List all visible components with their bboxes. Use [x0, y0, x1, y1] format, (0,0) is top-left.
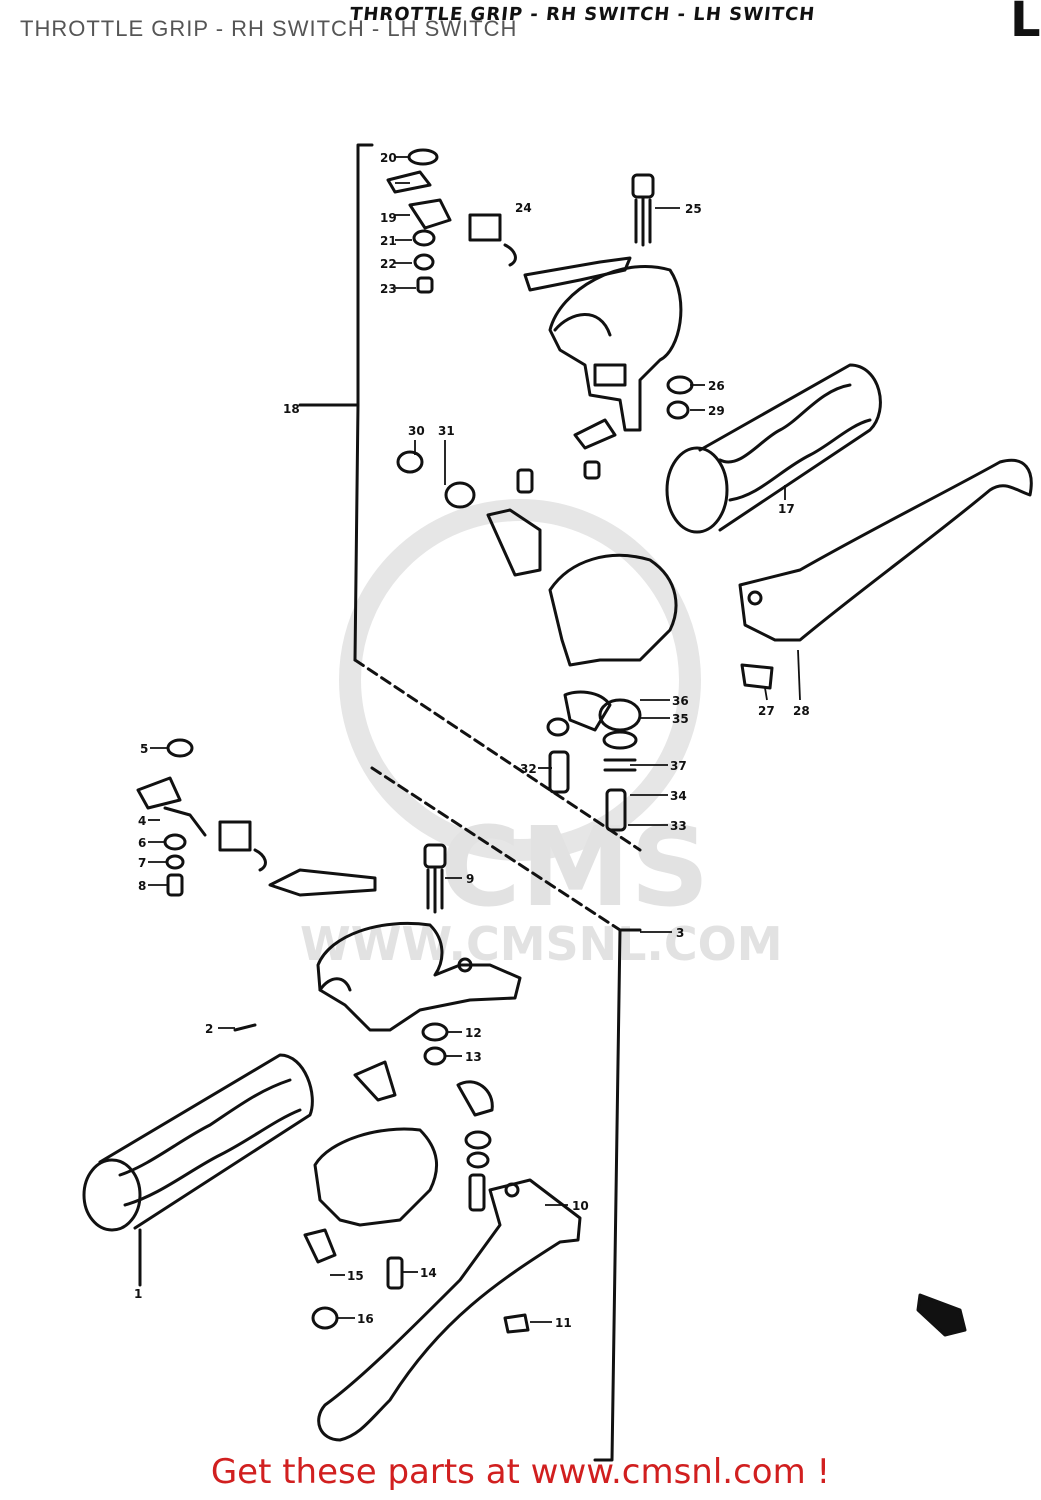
callout-33: 33	[670, 819, 687, 833]
callout-13: 13	[465, 1050, 482, 1064]
callout-15: 15	[347, 1269, 364, 1283]
corner-section-letter: L	[1010, 0, 1041, 48]
callout-34: 34	[670, 789, 687, 803]
callout-26: 26	[708, 379, 725, 393]
callout-18: 18	[283, 402, 300, 416]
callout-24: 24	[515, 201, 532, 215]
callout-21: 21	[380, 234, 397, 248]
callout-12: 12	[465, 1026, 482, 1040]
lh-switch-small-parts	[136, 738, 377, 897]
callout-3: 3	[676, 926, 684, 940]
lh-switch-housing	[316, 921, 522, 1032]
callout-11: 11	[555, 1316, 572, 1330]
callout-10: 10	[572, 1199, 589, 1213]
leader-lines	[148, 156, 801, 1323]
callout-20: 20	[380, 151, 397, 165]
lh-handlebar-grip	[82, 1053, 314, 1287]
callout-16: 16	[357, 1312, 374, 1326]
watermark-url: WWW.CMSNL.COM	[300, 917, 783, 971]
rh-throttle-grip	[665, 363, 882, 534]
callout-9: 9	[466, 872, 474, 886]
callout-23: 23	[380, 282, 397, 296]
screw-part-9	[423, 843, 447, 914]
callout-labels: 20 19 21 22 23 24 25 26 29 18 17 30 31 2…	[134, 151, 810, 1330]
callout-27: 27	[758, 704, 775, 718]
callout-14: 14	[420, 1266, 437, 1280]
rh-switch-housing	[523, 256, 683, 432]
callout-5: 5	[140, 742, 148, 756]
callout-35: 35	[672, 712, 689, 726]
callout-30: 30	[408, 424, 425, 438]
callout-7: 7	[138, 856, 146, 870]
callout-4: 4	[138, 814, 146, 828]
callout-32: 32	[520, 762, 537, 776]
watermark-brand: CMS	[440, 803, 709, 931]
callout-6: 6	[138, 836, 146, 850]
page-title: THROTTLE GRIP - RH SWITCH - LH SWITCH	[20, 16, 518, 41]
watermark: CMS WWW.CMSNL.COM	[300, 499, 783, 971]
callout-2: 2	[205, 1022, 213, 1036]
callout-31: 31	[438, 424, 455, 438]
callout-37: 37	[670, 759, 687, 773]
callout-19: 19	[380, 211, 397, 225]
callout-36: 36	[672, 694, 689, 708]
callout-8: 8	[138, 879, 146, 893]
front-brake-lever	[738, 458, 1033, 642]
lh-lower-switch-body	[303, 1022, 530, 1334]
rh-switch-lower-body	[546, 553, 774, 832]
callout-17: 17	[778, 502, 795, 516]
footer-promo-link[interactable]: Get these parts at www.cmsnl.com !	[210, 1452, 831, 1492]
screw-part-25	[631, 173, 655, 247]
clutch-lever	[317, 1178, 582, 1442]
callout-1: 1	[134, 1287, 142, 1301]
callout-29: 29	[708, 404, 725, 418]
callout-22: 22	[380, 257, 397, 271]
loose-part-fragment	[916, 1293, 967, 1337]
callout-28: 28	[793, 704, 810, 718]
callout-25: 25	[685, 202, 702, 216]
rh-switch-bracket	[298, 143, 642, 1462]
screw-part-2	[233, 1023, 257, 1032]
